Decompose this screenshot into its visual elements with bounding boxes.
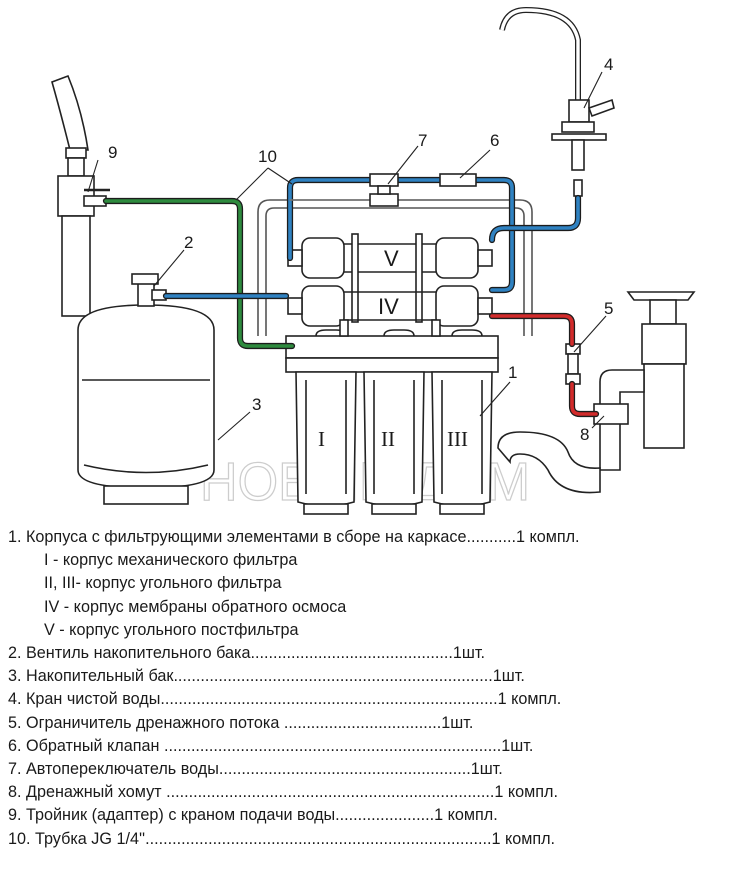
callout-6: 6 <box>490 131 499 150</box>
housing-label-5: V <box>384 246 399 271</box>
green-tube <box>104 199 294 348</box>
legend-item: 4. Кран чистой воды.....................… <box>8 690 562 709</box>
callout-4: 4 <box>604 55 613 74</box>
callout-3: 3 <box>252 395 261 414</box>
sink-drain <box>497 291 696 494</box>
housing-label-1: I <box>318 427 325 451</box>
legend-item: 10. Трубка JG 1/4''.....................… <box>8 829 556 848</box>
callout-5: 5 <box>604 299 613 318</box>
housing-label-4: IV <box>378 294 399 319</box>
legend-item: 2. Вентиль накопительного бака..........… <box>8 644 485 662</box>
legend-item: 8. Дренажный хомут .....................… <box>8 783 558 802</box>
legend-item: 6. Обратный клапан .....................… <box>8 736 534 755</box>
autoswitch-check-valve <box>369 173 477 207</box>
storage-tank <box>77 273 215 505</box>
housing-label-2: II <box>381 427 395 451</box>
legend-item: 1. Корпуса с фильтрующими элементами в с… <box>8 528 580 546</box>
callout-1: 1 <box>508 363 517 382</box>
housing-5 <box>287 233 493 323</box>
parts-legend: 1. Корпуса с фильтрующими элементами в с… <box>0 526 741 866</box>
tubes <box>102 176 600 418</box>
prefilter-housings <box>285 329 499 515</box>
callout-7: 7 <box>418 131 427 150</box>
legend-item: 5. Ограничитель дренажного потока ......… <box>8 713 474 732</box>
callout-10: 10 <box>258 147 277 166</box>
clean-water-faucet <box>499 6 615 197</box>
filter-system-diagram: НОВЫЙ ДОМ <box>51 6 696 515</box>
housing-2 <box>363 371 425 515</box>
legend-item: 9. Тройник (адаптер) с краном подачи вод… <box>8 806 498 825</box>
legend-subitem: I - корпус механического фильтра <box>44 551 298 570</box>
drain-restrictor <box>565 343 581 385</box>
legend-item: 3. Накопительный бак....................… <box>8 667 525 686</box>
housing-3 <box>431 371 493 515</box>
housing-4 <box>287 285 493 337</box>
housing-label-3: III <box>447 427 468 451</box>
housing-1 <box>295 371 357 515</box>
legend-subitem: IV - корпус мембраны обратного осмоса <box>44 597 347 616</box>
inlet-tee-valve <box>51 74 110 317</box>
legend-subitem: V - корпус угольного постфильтра <box>44 620 299 639</box>
leader-lines <box>87 71 607 441</box>
legend-subitem: II, III- корпус угольного фильтра <box>44 574 282 593</box>
callout-8: 8 <box>580 425 589 444</box>
callout-9: 9 <box>108 143 117 162</box>
legend-item: 7. Автопереключатель воды...............… <box>8 760 503 778</box>
callout-2: 2 <box>184 233 193 252</box>
membrane-housings <box>287 233 493 337</box>
